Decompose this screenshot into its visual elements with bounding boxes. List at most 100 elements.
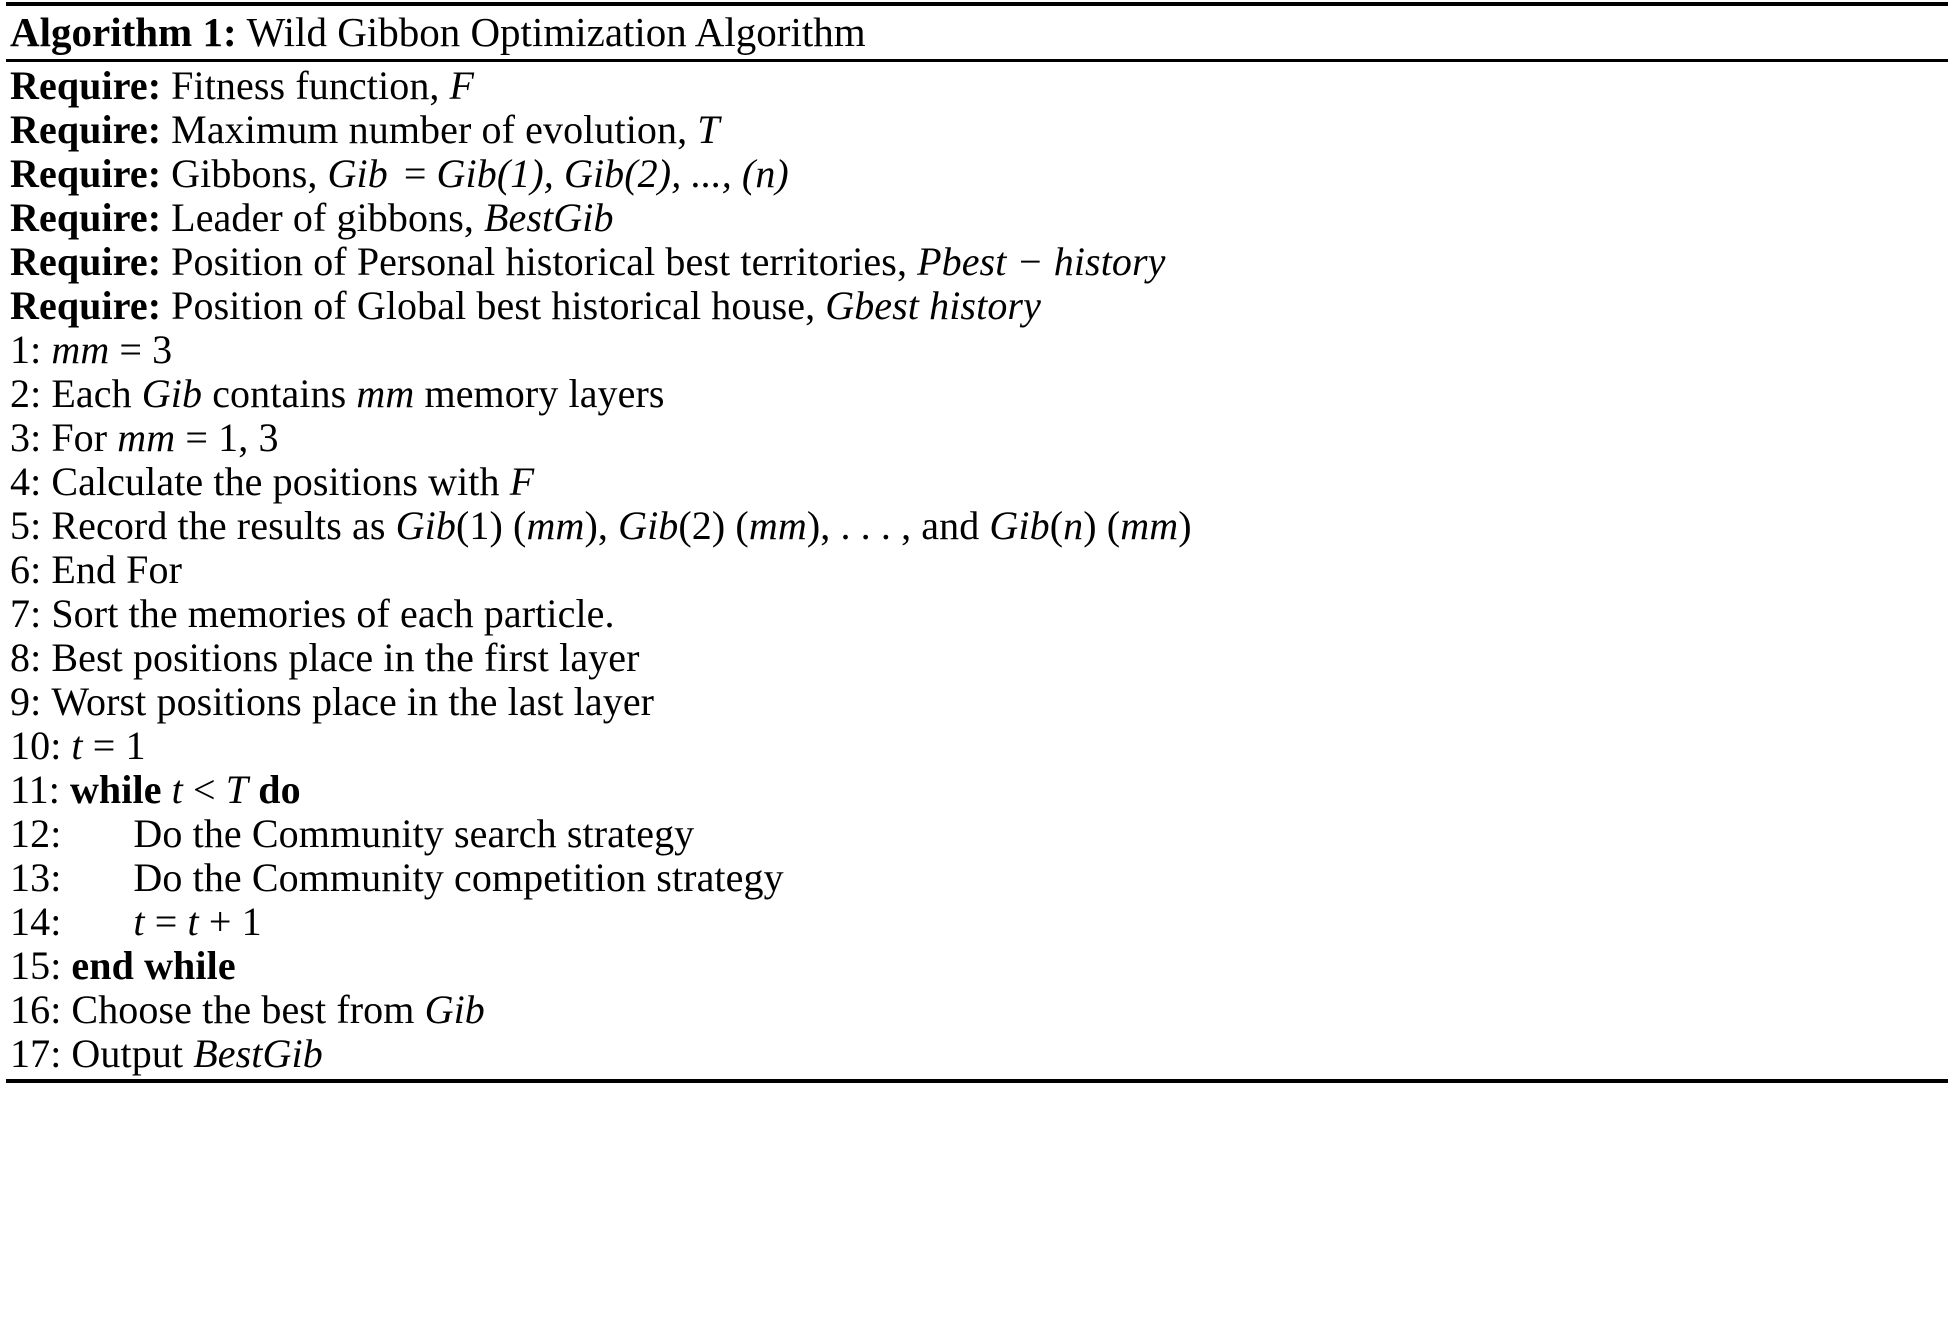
step-text-part: ), <box>584 503 619 548</box>
step-text-part: T <box>225 767 249 812</box>
step-text-part: Do the Community search strategy <box>133 811 695 856</box>
step-text-part: while <box>69 767 162 812</box>
step-number: 5: <box>10 503 42 548</box>
require-text: Position of Personal historical best ter… <box>171 239 908 284</box>
step-line: 1:mm = 3 <box>10 328 1948 372</box>
step-line: 6:End For <box>10 548 1948 592</box>
require-keyword: Require: <box>10 107 162 152</box>
require-keyword: Require: <box>10 63 162 108</box>
step-number: 3: <box>10 415 42 460</box>
step-text-part: ), . . . , and <box>806 503 990 548</box>
step-text-part: Record the results as <box>51 503 396 548</box>
step-text-part: ) ( <box>1083 503 1121 548</box>
require-line: Require:Position of Global best historic… <box>10 284 1948 328</box>
step-text-part: Each <box>51 371 142 416</box>
step-number: 4: <box>10 459 42 504</box>
step-text-part: mm <box>1120 503 1179 548</box>
step-text-part: = 1 <box>82 723 146 768</box>
step-number: 10: <box>10 723 62 768</box>
require-keyword: Require: <box>10 283 162 328</box>
require-symbol: Pbest − history <box>917 239 1166 284</box>
step-text-part: t <box>133 899 145 944</box>
require-symbol: Gib <box>327 151 388 196</box>
require-line: Require:Maximum number of evolution,T <box>10 108 1948 152</box>
step-line: 8:Best positions place in the first laye… <box>10 636 1948 680</box>
step-text-part: mm <box>356 371 415 416</box>
step-text-part: Calculate the positions with <box>51 459 510 504</box>
step-text-part: mm <box>526 503 585 548</box>
step-number: 11: <box>10 767 60 812</box>
require-line: Require:Position of Personal historical … <box>10 240 1948 284</box>
step-line: 14: t = t + 1 <box>10 900 1948 944</box>
require-text: Maximum number of evolution, <box>171 107 688 152</box>
step-text-part: F <box>509 459 535 504</box>
step-text-part: Gib <box>618 503 679 548</box>
step-text-part: end while <box>71 943 236 988</box>
step-text-part: Worst positions place in the last layer <box>51 679 655 724</box>
algorithm-label: Algorithm 1: <box>10 9 237 55</box>
step-text-part: = <box>144 899 188 944</box>
step-text-part: Output <box>71 1031 194 1076</box>
require-line: Require:Fitness function,F <box>10 64 1948 108</box>
step-number: 17: <box>10 1031 62 1076</box>
step-text-part: mm <box>117 415 176 460</box>
step-line: 2:Each Gib contains mm memory layers <box>10 372 1948 416</box>
step-text-part: For <box>51 415 118 460</box>
require-text: Position of Global best historical house… <box>171 283 816 328</box>
step-text-part: ) <box>1178 503 1192 548</box>
step-text-part: + 1 <box>198 899 262 944</box>
step-number: 6: <box>10 547 42 592</box>
require-line: Require:Leader of gibbons,BestGib <box>10 196 1948 240</box>
step-text-part: t <box>71 723 83 768</box>
step-number: 13: <box>10 855 62 900</box>
step-text-part: mm <box>51 327 110 372</box>
algorithm-title-text: Wild Gibbon Optimization Algorithm <box>246 9 866 55</box>
step-number: 9: <box>10 679 42 724</box>
step-number: 15: <box>10 943 62 988</box>
step-number: 14: <box>10 899 62 944</box>
algorithm-title: Algorithm 1:Wild Gibbon Optimization Alg… <box>6 6 1948 58</box>
step-text-part: < <box>182 767 226 812</box>
require-symbol: BestGib <box>483 195 614 240</box>
step-number: 2: <box>10 371 42 416</box>
step-line: 4:Calculate the positions with F <box>10 460 1948 504</box>
step-line: 9:Worst positions place in the last laye… <box>10 680 1948 724</box>
require-symbol-list: Gib(1), Gib(2), ..., (n) <box>436 151 789 196</box>
step-line: 5:Record the results as Gib(1) (mm), Gib… <box>10 504 1948 548</box>
step-text-part: = 1, 3 <box>175 415 279 460</box>
step-text-part: BestGib <box>193 1031 323 1076</box>
step-number: 16: <box>10 987 62 1032</box>
require-text: Fitness function, <box>171 63 440 108</box>
step-text-part: End For <box>51 547 183 592</box>
step-text-part <box>162 767 172 812</box>
rule-under-title <box>6 59 1948 62</box>
rule-top <box>6 2 1948 6</box>
step-text-part: Gib <box>989 503 1050 548</box>
step-number: 12: <box>10 811 62 856</box>
require-text: Gibbons, <box>171 151 318 196</box>
step-text-part: t <box>187 899 199 944</box>
step-line: 12: Do the Community search strategy <box>10 812 1948 856</box>
step-text-part: n <box>1063 503 1084 548</box>
step-text-part: contains <box>202 371 357 416</box>
step-number: 7: <box>10 591 42 636</box>
require-keyword: Require: <box>10 239 162 284</box>
rule-bottom <box>6 1079 1948 1083</box>
step-text-part: Choose the best from <box>71 987 425 1032</box>
step-line: 3:For mm = 1, 3 <box>10 416 1948 460</box>
step-text-part: Gib <box>141 371 203 416</box>
require-keyword: Require: <box>10 151 162 196</box>
step-text-part: Best positions place in the first layer <box>51 635 640 680</box>
step-text-part: do <box>258 767 301 812</box>
require-line: Require:Gibbons,Gib =Gib(1), Gib(2), ...,… <box>10 152 1948 196</box>
equals-sign: = <box>403 151 427 196</box>
step-line: 16:Choose the best from Gib <box>10 988 1948 1032</box>
step-text-part: Sort the memories of each particle. <box>51 591 615 636</box>
step-number: 1: <box>10 327 42 372</box>
step-text-part: Gib <box>395 503 456 548</box>
step-line: 10:t = 1 <box>10 724 1948 768</box>
